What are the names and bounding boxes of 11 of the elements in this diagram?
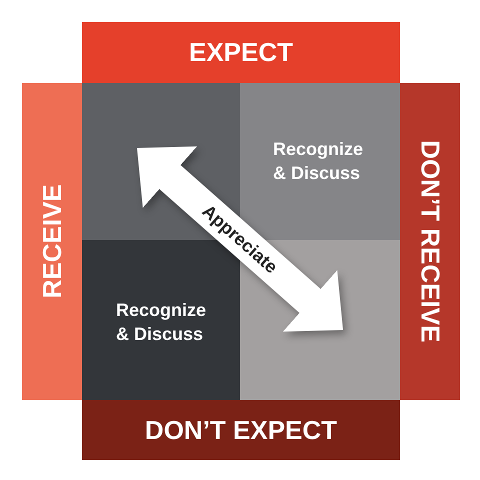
quadrant-label: Recognize & Discuss [273,138,364,185]
bar-label: EXPECT [188,38,294,67]
category-bar [82,22,400,83]
category-bar [400,83,460,400]
double-arrow [136,146,344,332]
category-bar [82,400,400,460]
category-bar [22,83,82,400]
quadrant-label: Recognize & Discuss [116,299,208,346]
bar-label: DON’T RECEIVE [416,140,444,343]
bar-label: RECEIVE [38,184,66,299]
bar-label: DON’T EXPECT [144,416,338,444]
